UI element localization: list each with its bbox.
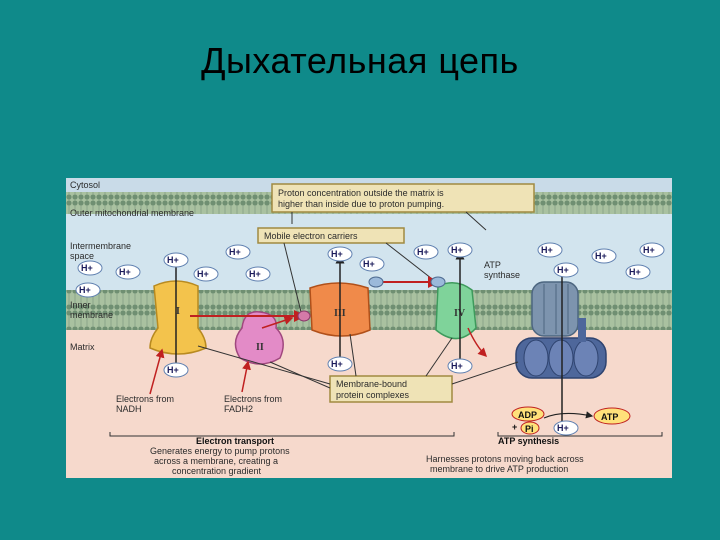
svg-text:H+: H+: [81, 263, 93, 273]
nadh-source-1: Electrons from: [116, 394, 174, 404]
membrane-bound-text-1: Membrane-bound: [336, 379, 407, 389]
inner-membrane-label-1: Inner: [70, 300, 91, 310]
proton-ion: H+: [163, 252, 189, 268]
electron-transport-line-2: across a membrane, creating a: [154, 456, 278, 466]
svg-text:H+: H+: [557, 423, 569, 433]
svg-text:H+: H+: [197, 269, 209, 279]
proton-ion: H+: [553, 262, 579, 278]
fadh2-source-1: Electrons from: [224, 394, 282, 404]
svg-text:H+: H+: [167, 255, 179, 265]
atp-synthesis-heading: ATP synthesis: [498, 436, 559, 446]
proton-concentration-text-2: higher than inside due to proton pumping…: [278, 199, 444, 209]
proton-ion: H+: [639, 242, 665, 258]
proton-concentration-callout: [271, 183, 535, 213]
complex-ii-label: II: [256, 342, 264, 353]
svg-text:H+: H+: [229, 247, 241, 257]
proton-ion: H+: [245, 266, 271, 282]
svg-text:H+: H+: [167, 365, 179, 375]
proton-ion: H+: [447, 358, 473, 374]
fadh2-source-2: FADH2: [224, 404, 253, 414]
svg-text:H+: H+: [451, 245, 463, 255]
pi-label: Pi: [525, 424, 534, 434]
complex-i: I: [149, 280, 207, 355]
svg-text:H+: H+: [331, 359, 343, 369]
nadh-source-2: NADH: [116, 404, 142, 414]
membrane-bound-text-2: protein complexes: [336, 390, 410, 400]
proton-concentration-text-1: Proton concentration outside the matrix …: [278, 188, 444, 198]
svg-text:H+: H+: [119, 267, 131, 277]
respiratory-chain-figure: Cytosol Outer mitochondrial membrane Int…: [66, 178, 672, 478]
atp-reaction: ADP + Pi ATP: [511, 406, 631, 435]
outer-membrane-label: Outer mitochondrial membrane: [70, 208, 194, 218]
electron-transport-line-1: Generates energy to pump protons: [150, 446, 290, 456]
proton-ion: H+: [537, 242, 563, 258]
intermembrane-label-1: Intermembrane: [70, 241, 131, 251]
proton-ion: H+: [359, 256, 385, 272]
svg-text:H+: H+: [557, 265, 569, 275]
svg-text:H+: H+: [643, 245, 655, 255]
atp-synthesis-line-1: Harnesses protons moving back across: [426, 454, 584, 464]
proton-ion: H+: [225, 244, 251, 260]
proton-ion: H+: [163, 362, 189, 378]
matrix-label: Matrix: [70, 342, 95, 352]
svg-text:H+: H+: [541, 245, 553, 255]
proton-ion: H+: [447, 242, 473, 258]
atp-synthesis-line-2: membrane to drive ATP production: [430, 464, 568, 474]
svg-text:H+: H+: [417, 247, 429, 257]
electron-transport-heading: Electron transport: [196, 436, 274, 446]
intermembrane-space: [66, 214, 672, 292]
complex-iv: IV: [435, 282, 477, 340]
atp-synthase: [515, 281, 607, 379]
proton-ion: H+: [75, 282, 101, 298]
proton-ion: H+: [327, 356, 353, 372]
cytosol-label: Cytosol: [70, 180, 100, 190]
atp-label: ATP: [601, 412, 618, 422]
svg-text:H+: H+: [451, 361, 463, 371]
electron-transport-line-3: concentration gradient: [172, 466, 262, 476]
svg-text:H+: H+: [331, 249, 343, 259]
svg-text:H+: H+: [363, 259, 375, 269]
adp-label: ADP: [518, 410, 537, 420]
proton-ion: H+: [553, 420, 579, 436]
proton-ion: H+: [77, 260, 103, 276]
membrane-bound-callout: [329, 375, 453, 403]
cytochrome-c-carrier: [368, 276, 384, 288]
svg-text:H+: H+: [249, 269, 261, 279]
svg-text:H+: H+: [629, 267, 641, 277]
plus-label: +: [512, 422, 517, 432]
svg-text:H+: H+: [595, 251, 607, 261]
proton-ion: H+: [115, 264, 141, 280]
ubiquinone-carrier: [297, 310, 311, 322]
atp-synthase-label-2: synthase: [484, 270, 520, 280]
proton-ion: H+: [413, 244, 439, 260]
mobile-carriers-text: Mobile electron carriers: [264, 231, 358, 241]
proton-ion: H+: [327, 246, 353, 262]
mobile-carriers-callout: [257, 227, 405, 244]
slide-title: Дыхательная цепь: [201, 40, 519, 81]
proton-ion: H+: [625, 264, 651, 280]
svg-text:H+: H+: [79, 285, 91, 295]
intermembrane-label-2: space: [70, 251, 94, 261]
proton-ion: H+: [193, 266, 219, 282]
proton-ion: H+: [591, 248, 617, 264]
complex-i-label: I: [176, 306, 180, 317]
atp-synthase-label-1: ATP: [484, 260, 501, 270]
proton-ions: H+ H+ H+ H+ H+ H+ H+ H+ H+ H+ H+ H+ H+ H…: [75, 242, 665, 436]
inner-membrane-label-2: membrane: [70, 310, 113, 320]
